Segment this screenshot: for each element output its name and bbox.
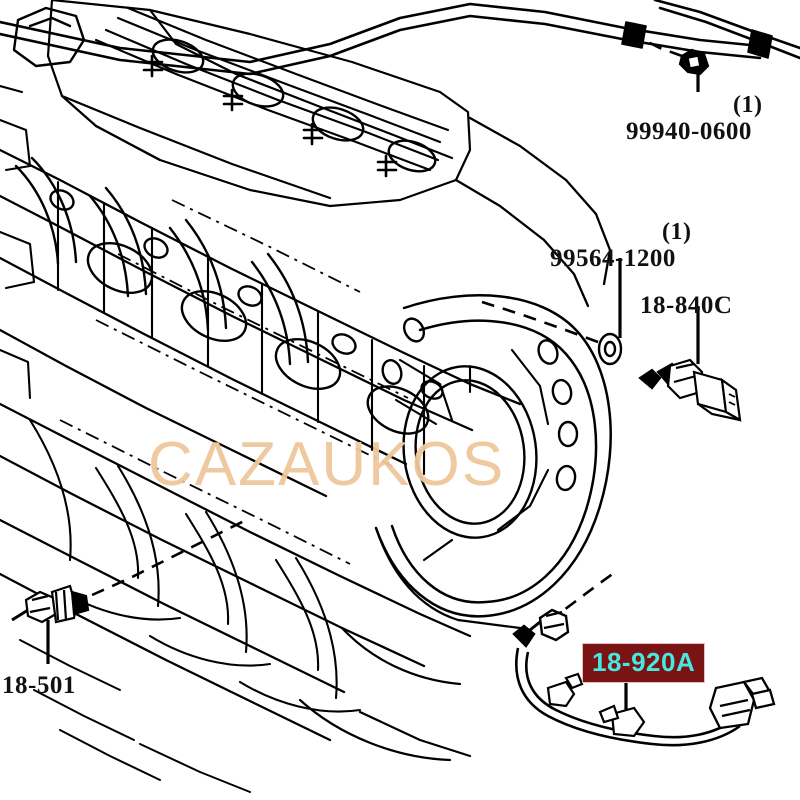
leader-99940-0600 — [643, 38, 683, 58]
rear-lower-detail — [298, 526, 522, 762]
leader-18-501 — [71, 516, 251, 606]
accessory-brackets — [0, 84, 36, 400]
part-18-840C-sensor — [638, 358, 742, 423]
bell-housing-ribs — [394, 348, 550, 562]
leader-18-920A — [547, 568, 619, 624]
callout-part-number-18-501[interactable]: 18-501 — [2, 672, 76, 699]
bell-housing — [374, 294, 612, 618]
intake-runners — [14, 156, 310, 366]
lower-front-pads — [19, 639, 251, 793]
callout-quantity-99564-1200: (1) — [662, 219, 692, 245]
oil-pan-scallops — [58, 466, 362, 713]
oil-filler-cap — [12, 6, 86, 68]
plug-well-clamps — [142, 54, 398, 178]
callout-part-number-99940-0600[interactable]: 99940-0600 — [626, 118, 752, 145]
hidden-construction-lines — [59, 199, 409, 565]
block-bosses — [49, 189, 444, 400]
block-webbing — [28, 418, 338, 700]
harness-clamp-2 — [747, 29, 773, 59]
cylinder-block — [0, 148, 522, 498]
callout-part-number-99564-1200[interactable]: 99564-1200 — [550, 245, 676, 272]
timing-cover-edge — [454, 116, 612, 308]
part-18-920A-oxygen-sensor — [512, 608, 776, 747]
cylinder-head-cover — [46, 0, 472, 208]
callout-part-number-18-920A-highlighted[interactable]: 18-920A — [582, 643, 706, 683]
part-99564-1200-o-ring — [597, 332, 623, 366]
callout-quantity-99940-0600: (1) — [733, 92, 763, 118]
part-18-501-switch — [11, 584, 90, 624]
spark-plug-wells — [151, 38, 437, 173]
block-vertical-ribs — [56, 180, 426, 476]
harness-clamp — [621, 21, 647, 49]
upper-wire-harness — [0, 0, 800, 76]
cylinder-bores — [86, 242, 430, 435]
part-99940-0600-clip — [678, 48, 710, 76]
callout-part-number-18-840C[interactable]: 18-840C — [640, 292, 733, 319]
bell-housing-bolt-holes — [381, 317, 579, 492]
bell-housing-bore — [402, 365, 538, 539]
leader-line-dashed — [71, 38, 683, 624]
